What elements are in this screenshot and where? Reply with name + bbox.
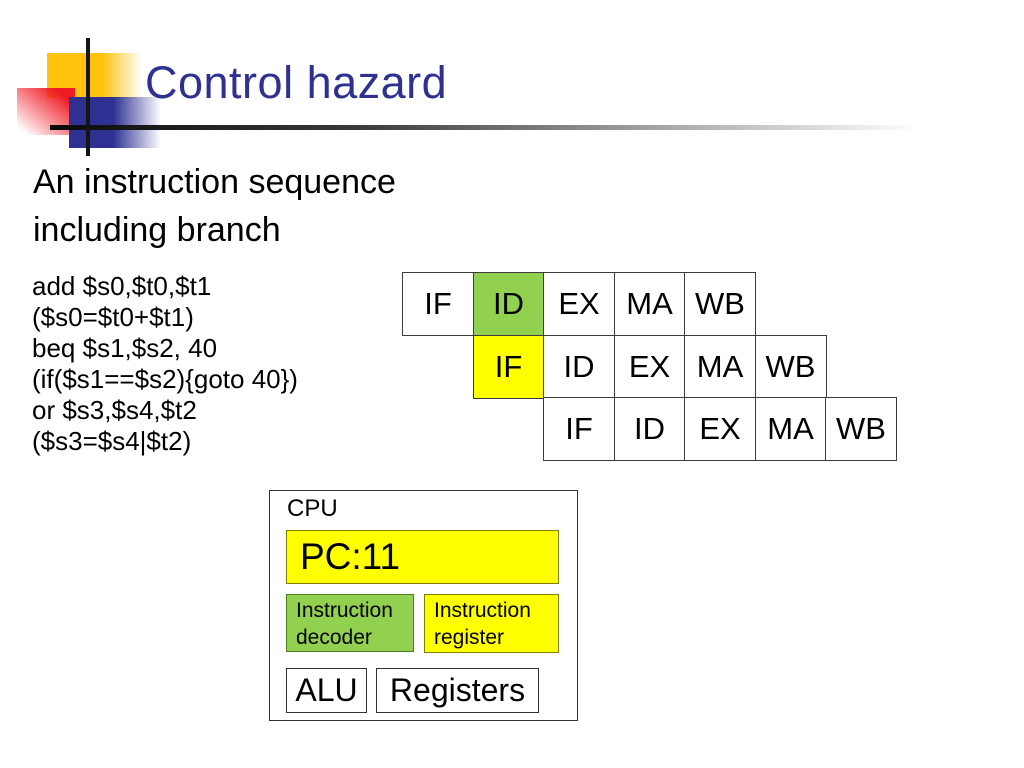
logo-blue-square (69, 97, 161, 148)
code-line: (if($s1==$s2){goto 40}) (32, 364, 298, 394)
pipeline-cell-ma: MA (754, 397, 827, 461)
subtitle-line-2: including branch (33, 211, 281, 249)
code-line: ($s3=$s4|$t2) (32, 426, 192, 456)
code-block: add $s0,$t0,$t1 ($s0=$t0+$t1) beq $s1,$s… (32, 271, 298, 457)
pipeline-cell-if: IF (402, 272, 474, 336)
instruction-register-box: Instruction register (424, 594, 559, 653)
code-line: or $s3,$s4,$t2 (32, 395, 197, 425)
pipeline-cell-wb: WB (825, 397, 897, 461)
pipeline-cell-id: ID (613, 397, 686, 461)
code-line: add $s0,$t0,$t1 (32, 271, 212, 301)
pipeline-cell-ma: MA (613, 272, 686, 336)
code-line: ($s0=$t0+$t1) (32, 302, 194, 332)
pipeline-cell-if: IF (543, 397, 615, 461)
alu-label: ALU (295, 672, 358, 708)
pipeline-cell-ex: EX (613, 334, 686, 399)
cpu-box-label: CPU (287, 495, 338, 522)
page-title: Control hazard (145, 57, 448, 108)
pipeline-cell-id: ID (472, 272, 545, 336)
pipeline-cell-wb: WB (754, 334, 827, 399)
instruction-decoder-line-2: decoder (296, 626, 372, 649)
subtitle-text: An instruction sequence including branch (33, 158, 396, 254)
pipeline-cell-if: IF (472, 334, 545, 399)
pipeline-cell-id: ID (543, 334, 615, 399)
program-counter-box: PC:11 (286, 530, 559, 584)
registers-label: Registers (389, 672, 526, 708)
pipeline-cell-ma: MA (684, 334, 756, 399)
instruction-register-line-1: Instruction (434, 599, 531, 622)
instruction-decoder-line-1: Instruction (296, 599, 393, 622)
instruction-register-line-2: register (434, 626, 505, 649)
instruction-decoder-box: Instruction decoder (286, 594, 414, 652)
pipeline-cell-ex: EX (684, 397, 756, 461)
title-underline-rule (50, 125, 937, 130)
program-counter-value: PC:11 (300, 536, 401, 577)
cpu-box: CPU PC:11 Instruction decoder Instructio… (269, 490, 578, 721)
pipeline-cell-ex: EX (543, 272, 615, 336)
registers-box: Registers (376, 668, 539, 713)
alu-box: ALU (286, 668, 367, 713)
logo-vertical-line (86, 38, 90, 156)
code-line: beq $s1,$s2, 40 (32, 333, 218, 363)
subtitle-line-1: An instruction sequence (33, 163, 396, 201)
pipeline-cell-wb: WB (684, 272, 756, 336)
